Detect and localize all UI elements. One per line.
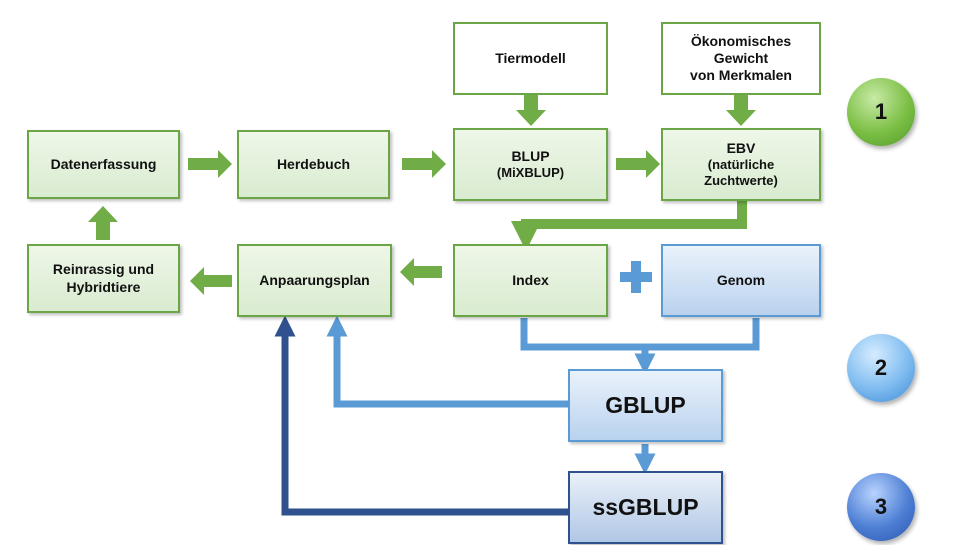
blup-box: BLUP (MiXBLUP) xyxy=(453,128,608,201)
arrow-anpaarungsplan-reinrassig xyxy=(190,267,232,295)
step-3-label: 3 xyxy=(874,494,888,519)
step-3-badge: 3 xyxy=(847,473,915,541)
arrow-blup-ebv xyxy=(616,150,660,178)
genom-box: Genom xyxy=(661,244,821,317)
genom-label: Genom xyxy=(716,271,766,288)
anpaarungsplan-box: Anpaarungsplan xyxy=(237,244,392,317)
gblup-box: GBLUP xyxy=(568,369,723,442)
herdebuch-box: Herdebuch xyxy=(237,130,390,199)
index-box: Index xyxy=(453,244,608,317)
anpaarungsplan-label: Anpaarungsplan xyxy=(259,271,370,288)
plus-icon xyxy=(620,261,652,293)
ssgblup-box: ssGBLUP xyxy=(568,471,723,544)
line-index-genom-merge xyxy=(520,318,760,351)
oekonomisch-line-1: Ökonomisches xyxy=(690,32,792,49)
arrow-ssgblup-anpaarungsplan xyxy=(274,315,568,516)
step-2-badge: 2 xyxy=(847,334,915,402)
tiermodell-box: Tiermodell xyxy=(453,22,608,95)
ebv-subtitle-line-2: Zuchtwerte) xyxy=(704,173,778,189)
ebv-box: EBV (natürliche Zuchtwerte) xyxy=(661,128,821,201)
reinrassig-line-2: Hybridtiere xyxy=(66,278,141,295)
datenerfassung-box: Datenerfassung xyxy=(27,130,180,199)
arrow-tiermodell-blup xyxy=(516,95,546,126)
index-label: Index xyxy=(512,271,549,288)
arrow-datenerfassung-herdebuch xyxy=(188,150,232,178)
arrow-oekonomisch-ebv xyxy=(726,95,756,126)
step-1-badge: 1 xyxy=(847,78,915,146)
ebv-subtitle-line-1: (natürliche xyxy=(707,157,775,173)
blup-subtitle: (MiXBLUP) xyxy=(496,165,565,181)
reinrassig-line-1: Reinrassig und xyxy=(52,261,155,278)
tiermodell-label: Tiermodell xyxy=(495,49,566,66)
reinrassig-box: Reinrassig und Hybridtiere xyxy=(27,244,180,313)
green-arrows xyxy=(88,95,756,295)
herdebuch-label: Herdebuch xyxy=(276,155,351,172)
step-2-label: 2 xyxy=(874,355,888,380)
oekonomisches-gewicht-box: Ökonomisches Gewicht von Merkmalen xyxy=(661,22,821,95)
gblup-label: GBLUP xyxy=(605,392,686,419)
arrow-gblup-anpaarungsplan xyxy=(326,315,568,408)
arrow-reinrassig-datenerfassung xyxy=(88,206,118,240)
ebv-title: EBV xyxy=(726,140,756,157)
arrow-index-anpaarungsplan xyxy=(400,258,442,286)
step-1-label: 1 xyxy=(874,99,888,124)
light-blue-connectors xyxy=(326,315,760,475)
arrow-ebv-index xyxy=(511,200,747,251)
oekonomisch-line-2: Gewicht xyxy=(713,49,769,66)
oekonomisch-line-3: von Merkmalen xyxy=(690,67,792,84)
blup-title: BLUP xyxy=(511,148,550,165)
arrow-herdebuch-blup xyxy=(402,150,446,178)
datenerfassung-label: Datenerfassung xyxy=(50,155,157,172)
ssgblup-label: ssGBLUP xyxy=(592,494,699,521)
